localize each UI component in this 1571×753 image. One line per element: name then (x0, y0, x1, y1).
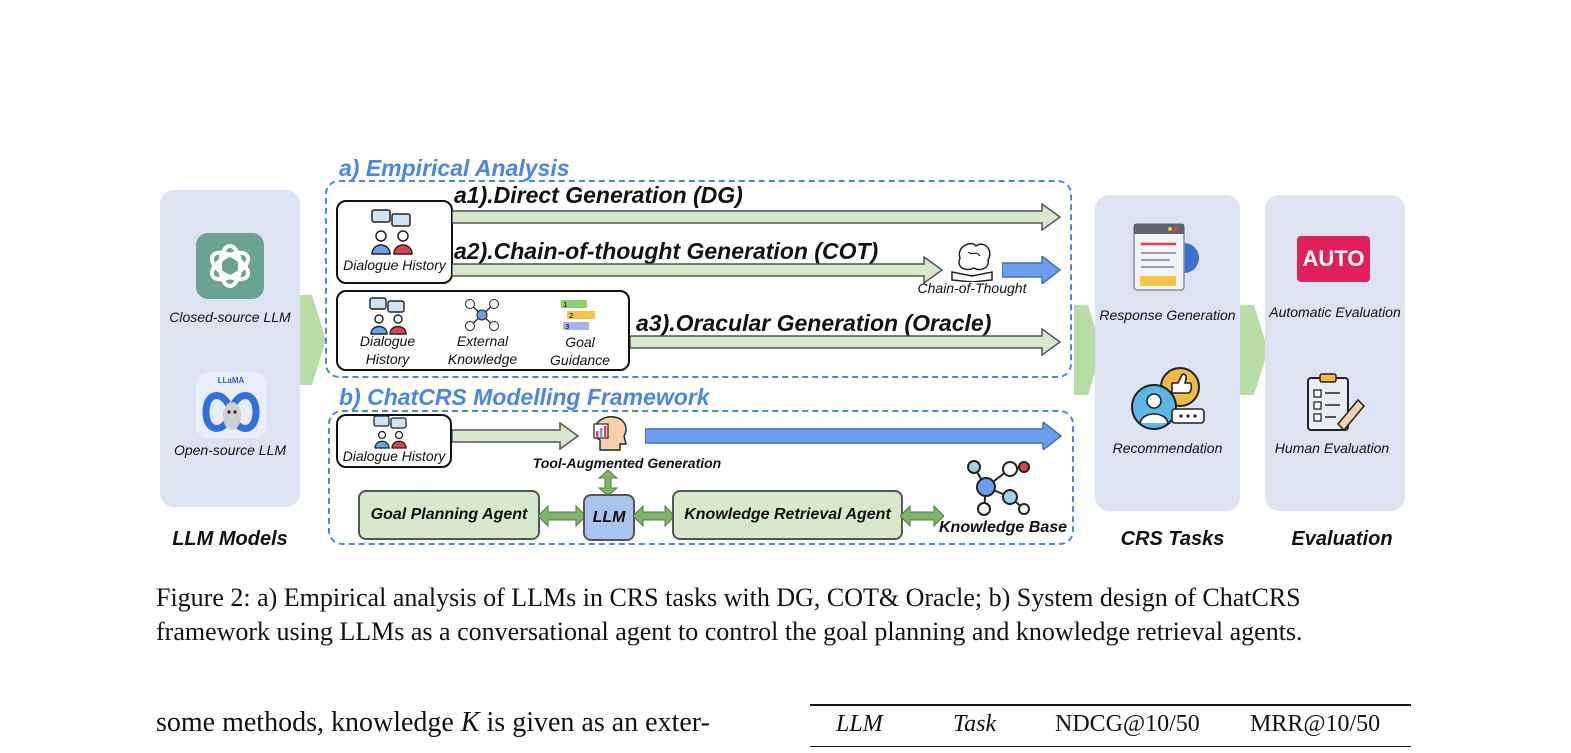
goal-guidance-icon: 1 2 3 (561, 300, 595, 331)
chain-of-thought-label: Chain-of-Thought (917, 280, 1027, 296)
tool-augmented-label: Tool-Augmented Generation (532, 455, 722, 471)
chatcrs-dialogue-icon (373, 415, 407, 449)
automatic-evaluation-label: Automatic Evaluation (1269, 304, 1401, 320)
llama-logo-icon: LLaMA (196, 372, 266, 438)
empirical-analysis-frame (325, 180, 1072, 378)
flow-chevron-1 (298, 295, 326, 385)
open-source-label: Open-source LLM (173, 442, 287, 458)
knowledge-retrieval-agent: Knowledge Retrieval Agent (672, 490, 903, 540)
response-generation-label: Response Generation (1099, 307, 1236, 323)
table-header-rule (810, 746, 1411, 747)
dg-arrow (452, 203, 1062, 231)
table-top-rule (810, 704, 1411, 706)
response-generation-icon (1133, 223, 1199, 291)
empirical-analysis-title: a) Empirical Analysis (339, 155, 570, 181)
table-header-mrr: MRR@10/50 (1250, 711, 1381, 737)
goal-planning-agent: Goal Planning Agent (358, 490, 540, 540)
llm-node: LLM (583, 494, 635, 541)
chatcrs-frame (328, 410, 1074, 545)
auto-badge-icon: AUTO (1297, 236, 1370, 282)
cot-output-arrow (1002, 256, 1062, 284)
chatcrs-dialogue-label: Dialogue History (342, 448, 446, 464)
llm-tool-connector (598, 470, 618, 496)
recommendation-icon (1131, 367, 1205, 430)
body-text-line: some methods, knowledge K is given as an… (156, 707, 710, 738)
dialogue-history-icon (371, 209, 413, 255)
human-evaluation-label: Human Evaluation (1274, 440, 1390, 456)
oracle-dialogue-icon (369, 297, 407, 335)
tool-augmented-icon (593, 416, 627, 451)
human-evaluation-icon (1307, 373, 1366, 432)
dialogue-history-label: Dialogue History (343, 257, 446, 273)
oracle-title: a3).Oracular Generation (Oracle) (636, 310, 992, 336)
table-header-task: Task (953, 711, 997, 737)
knowledge-base-label: Knowledge Base (938, 519, 1068, 536)
table-header-llm: LLM (836, 711, 883, 737)
crs-tasks-label: CRS Tasks (1120, 528, 1225, 550)
svg-text:2: 2 (569, 312, 573, 320)
caption-line-2: framework using LLMs as a conversational… (156, 617, 1303, 646)
figure-caption: Figure 2: a) Empirical analysis of LLMs … (156, 581, 1456, 649)
knowledge-kb-connector (900, 505, 944, 527)
dg-title: a1).Direct Generation (DG) (454, 182, 743, 208)
caption-line-1: Figure 2: a) Empirical analysis of LLMs … (156, 583, 1301, 612)
llm-models-label: LLM Models (172, 528, 288, 550)
svg-text:1: 1 (563, 301, 567, 309)
goal-llm-connector (538, 505, 586, 527)
chatcrs-output-arrow (645, 422, 1063, 450)
openai-logo-icon (196, 233, 264, 299)
evaluation-label: Evaluation (1291, 528, 1393, 550)
llm-knowledge-connector (633, 505, 675, 527)
cot-arrow (452, 256, 944, 284)
chatcrs-input-arrow (452, 422, 580, 450)
recommendation-label: Recommendation (1112, 440, 1223, 456)
chatcrs-dialogue-box (336, 414, 452, 468)
closed-source-label: Closed-source LLM (169, 309, 291, 325)
oracle-arrow (630, 328, 1062, 356)
chatcrs-title: b) ChatCRS Modelling Framework (339, 384, 710, 410)
external-knowledge-icon (465, 299, 499, 331)
knowledge-base-icon (967, 460, 1030, 516)
cot-title: a2).Chain-of-thought Generation (COT) (454, 238, 879, 264)
table-header-ndcg: NDCG@10/50 (1055, 711, 1200, 737)
svg-text:3: 3 (565, 323, 569, 331)
flow-chevron-3 (1240, 305, 1268, 395)
brain-book-icon (951, 242, 993, 282)
